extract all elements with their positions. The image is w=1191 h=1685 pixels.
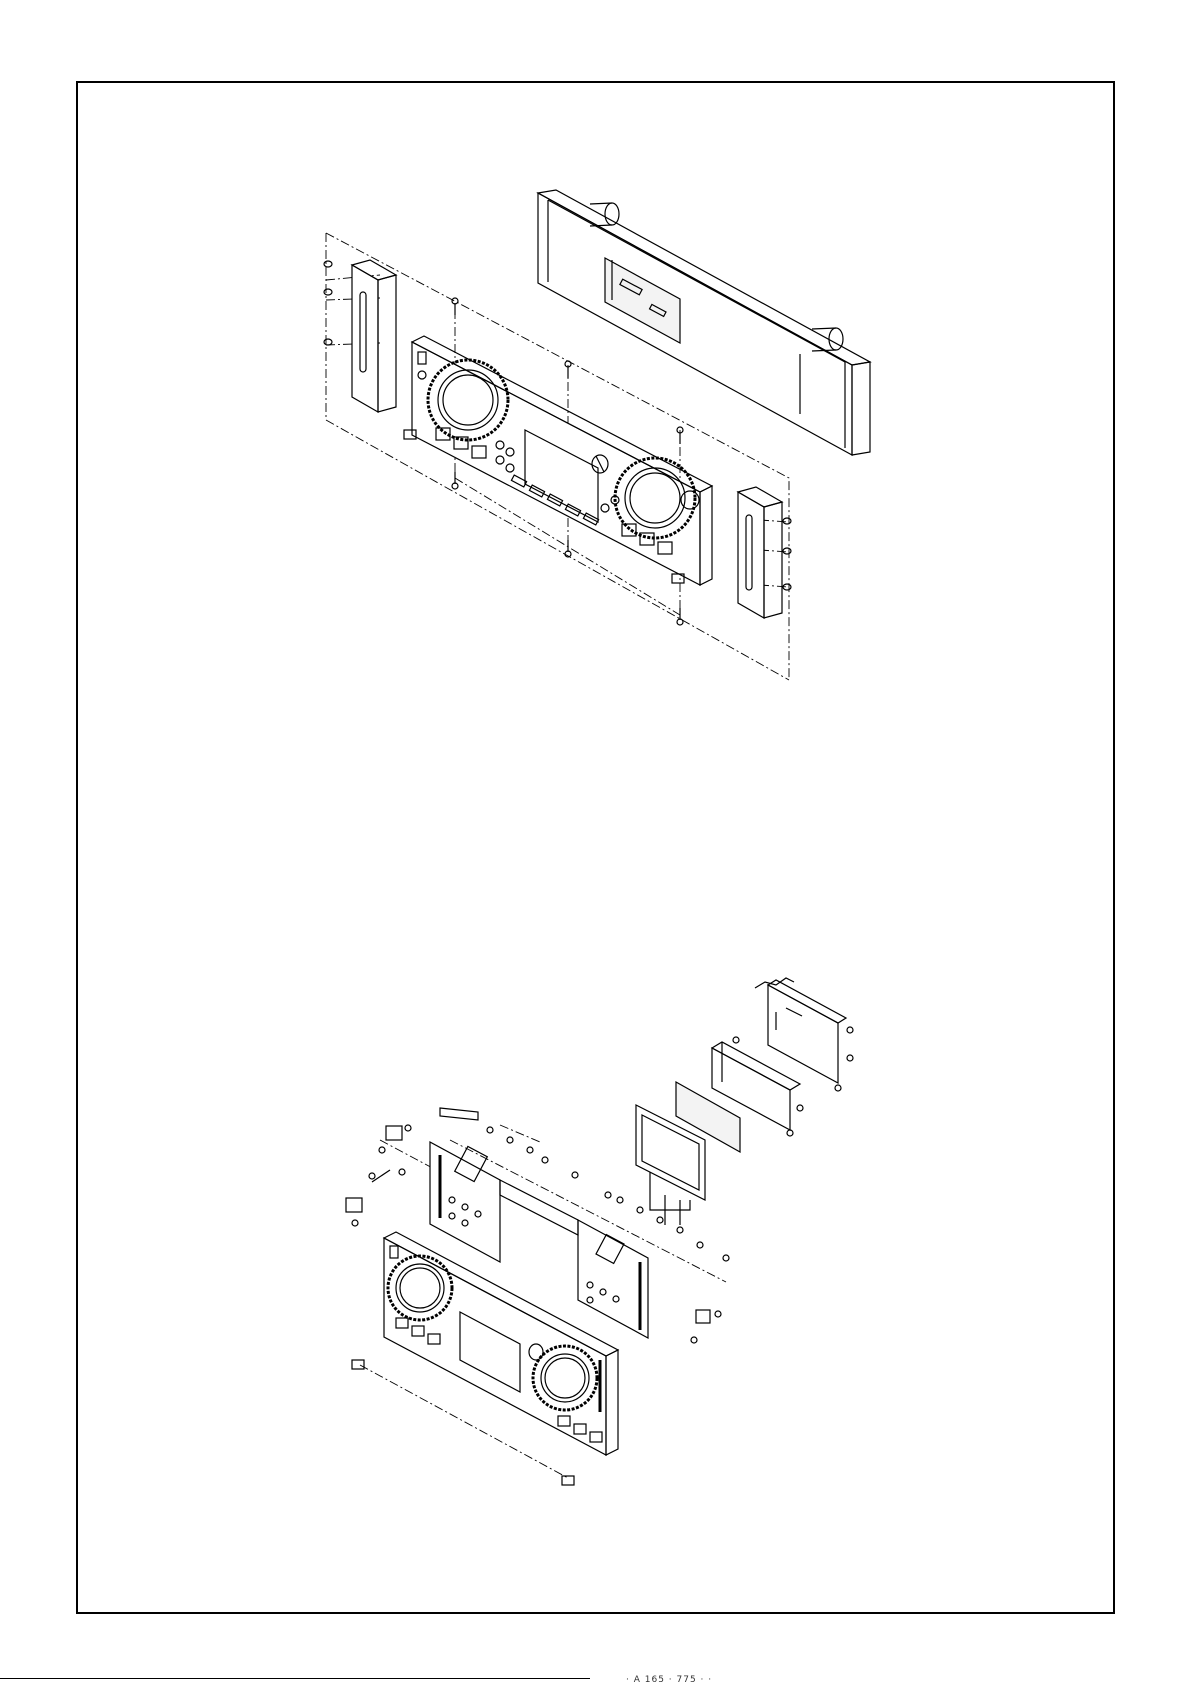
foot-right: [562, 1476, 574, 1485]
footer-fragment: · A 165 · 775 · ·: [626, 1675, 712, 1685]
upper-assembly-view: [324, 190, 870, 680]
rear-shield: [755, 978, 853, 1091]
rear-housing: [538, 190, 870, 455]
pcb-left: [430, 1108, 500, 1262]
lower-assembly-view: [346, 978, 853, 1485]
pcb-right: [578, 1220, 648, 1338]
left-side-bracket: [352, 260, 396, 412]
pcb-connector: [500, 1180, 578, 1235]
left-mount-brackets: [346, 1125, 411, 1226]
right-mount-bracket: [691, 1310, 721, 1343]
right-side-bracket: [738, 487, 782, 618]
footer-rule: [0, 1678, 590, 1679]
foot-left: [352, 1360, 364, 1369]
front-panel-upper: [404, 336, 712, 585]
